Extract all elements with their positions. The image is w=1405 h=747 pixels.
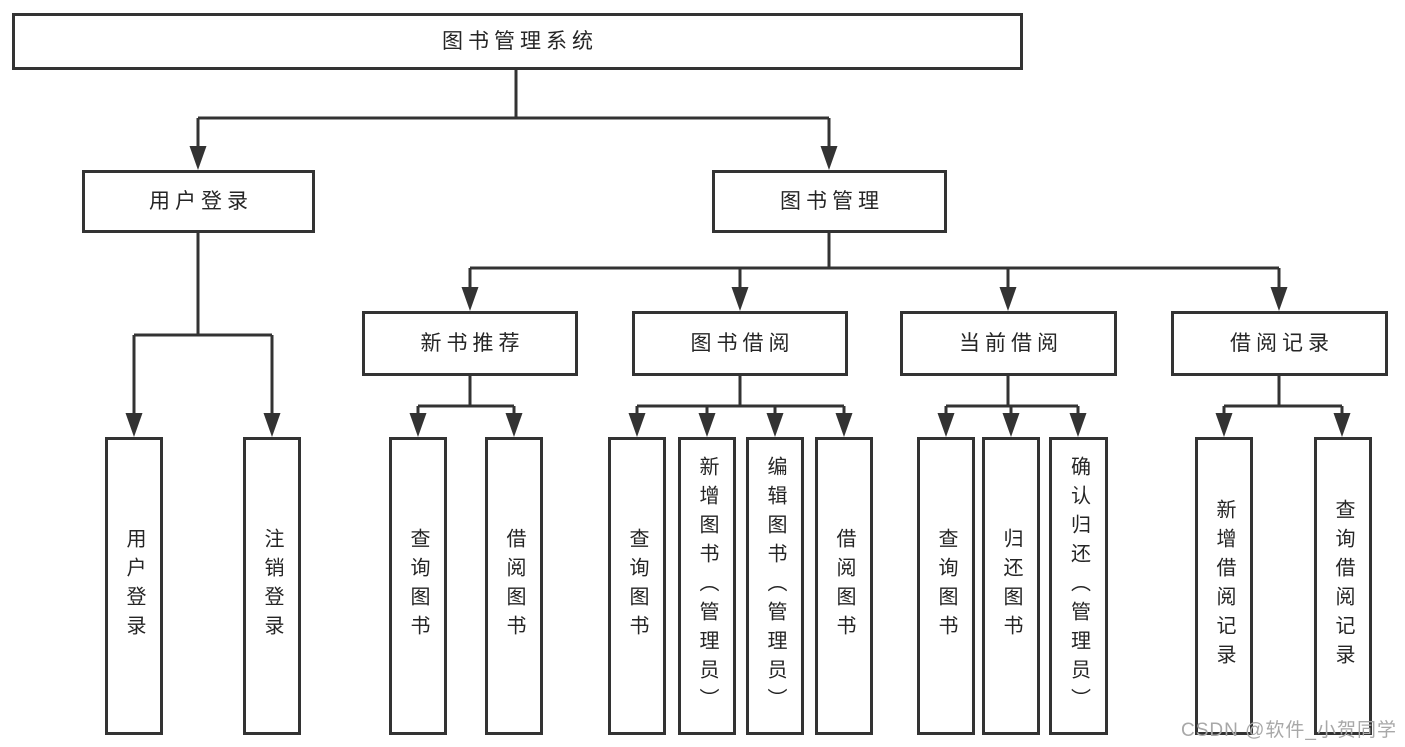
node-label: 查询图书 <box>626 528 648 644</box>
arrowhead <box>263 413 281 437</box>
node-label: 图书借阅 <box>690 332 795 355</box>
node-leaf-borrow-books: 借阅图书 <box>815 437 873 735</box>
csdn-watermark: CSDN @软件_小贺同学 <box>1181 720 1397 741</box>
node-label: 归还图书 <box>1000 528 1022 644</box>
arrowhead <box>731 287 749 311</box>
node-label: 借阅图书 <box>833 528 855 644</box>
node-leaf-return-books: 归还图书 <box>982 437 1040 735</box>
arrowhead <box>1270 287 1288 311</box>
node-label: 查询借阅记录 <box>1332 499 1354 673</box>
node-leaf-user-login: 用户登录 <box>105 437 163 735</box>
node-label: 查询图书 <box>407 528 429 644</box>
arrowhead <box>1069 413 1087 437</box>
arrowhead <box>766 413 784 437</box>
connector-root-to-level2 <box>189 69 838 170</box>
connector-new-book-recommend-to-leaves <box>409 376 523 437</box>
arrowhead <box>1333 413 1351 437</box>
arrowhead <box>505 413 523 437</box>
node-label: 借阅记录 <box>1230 332 1334 355</box>
arrowhead <box>835 413 853 437</box>
node-leaf-logout: 注销登录 <box>243 437 301 735</box>
connector-book-management-to-level3 <box>461 233 1288 311</box>
arrowhead <box>820 146 838 170</box>
node-borrow-records: 借阅记录 <box>1171 311 1388 376</box>
connector-user-login-to-leaves <box>125 233 281 437</box>
arrowhead <box>461 287 479 311</box>
node-leaf-query-books-borrow: 查询图书 <box>608 437 666 735</box>
node-label: 确认归还（管理员） <box>1067 455 1090 717</box>
node-label: 新增借阅记录 <box>1213 499 1235 673</box>
node-leaf-query-books-current: 查询图书 <box>917 437 975 735</box>
node-label: 当前借阅 <box>959 332 1063 355</box>
node-leaf-add-borrow-record: 新增借阅记录 <box>1195 437 1253 735</box>
node-label: 图书管理系统 <box>442 30 598 53</box>
node-new-book-recommend: 新书推荐 <box>362 311 578 376</box>
node-label: 图书管理 <box>780 190 884 213</box>
node-book-borrow: 图书借阅 <box>632 311 848 376</box>
node-user-login: 用户登录 <box>82 170 315 233</box>
node-leaf-query-books-recommend: 查询图书 <box>389 437 447 735</box>
arrowhead <box>999 287 1017 311</box>
node-current-borrow: 当前借阅 <box>900 311 1117 376</box>
arrowhead <box>189 146 207 170</box>
node-label: 借阅图书 <box>503 528 525 644</box>
node-leaf-query-borrow-record: 查询借阅记录 <box>1314 437 1372 735</box>
arrowhead <box>1002 413 1020 437</box>
node-book-management: 图书管理 <box>712 170 947 233</box>
node-leaf-edit-books-admin: 编辑图书（管理员） <box>746 437 804 735</box>
node-leaf-confirm-return-admin: 确认归还（管理员） <box>1049 437 1108 735</box>
connector-book-borrow-to-leaves <box>628 376 853 437</box>
arrowhead <box>937 413 955 437</box>
arrowhead <box>409 413 427 437</box>
node-library-system: 图书管理系统 <box>12 13 1023 70</box>
arrowhead <box>125 413 143 437</box>
arrowhead <box>1215 413 1233 437</box>
connector-borrow-records-to-leaves <box>1215 376 1351 437</box>
arrowhead <box>698 413 716 437</box>
node-label: 查询图书 <box>935 528 957 644</box>
node-leaf-add-books-admin: 新增图书（管理员） <box>678 437 736 735</box>
node-label: 编辑图书（管理员） <box>764 455 786 717</box>
arrowhead <box>628 413 646 437</box>
node-label: 新增图书（管理员） <box>696 455 718 717</box>
node-label: 用户登录 <box>149 190 253 213</box>
node-label: 新书推荐 <box>420 332 525 355</box>
node-label: 注销登录 <box>261 528 283 644</box>
node-leaf-borrow-books-recommend: 借阅图书 <box>485 437 543 735</box>
node-label: 用户登录 <box>123 528 145 644</box>
connector-current-borrow-to-leaves <box>937 376 1087 437</box>
